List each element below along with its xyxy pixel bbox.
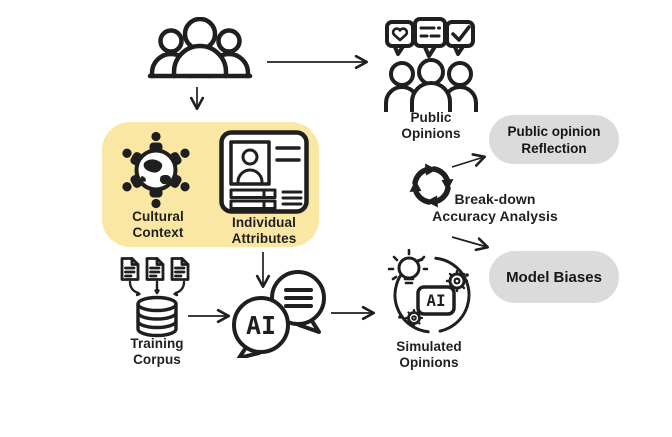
people-group-icon — [147, 17, 253, 79]
speech-bubbles-crowd-icon — [384, 17, 478, 112]
breakdown-accuracy-analysis-label: Break-down Accuracy Analysis — [432, 191, 558, 224]
individual-attributes-label: Individual Attributes — [231, 215, 297, 246]
id-card-icon — [219, 130, 309, 214]
public-opinion-reflection-pill: Public opinion Reflection — [489, 115, 619, 164]
globe-with-people-icon — [122, 131, 190, 209]
public-opinions-label: Public Opinions — [401, 110, 461, 141]
arrow-analysis-to-reflection — [451, 153, 487, 168]
ai-chip-lightbulb-gears-icon: AI — [387, 249, 471, 334]
documents-into-database-icon — [120, 257, 190, 338]
model-biases-pill: Model Biases — [489, 251, 619, 303]
simulated-opinions-label: Simulated Opinions — [396, 339, 462, 370]
arrow-analysis-to-model-biases — [451, 236, 490, 252]
training-corpus-label: Training Corpus — [130, 336, 184, 367]
ai-bubble-text: AI — [246, 311, 276, 340]
ai-chat-bubbles-icon: AI — [232, 270, 326, 358]
cycle-arrows-icon — [409, 163, 454, 208]
ai-chip-text: AI — [426, 291, 445, 310]
cultural-context-label: Cultural Context — [132, 209, 184, 240]
